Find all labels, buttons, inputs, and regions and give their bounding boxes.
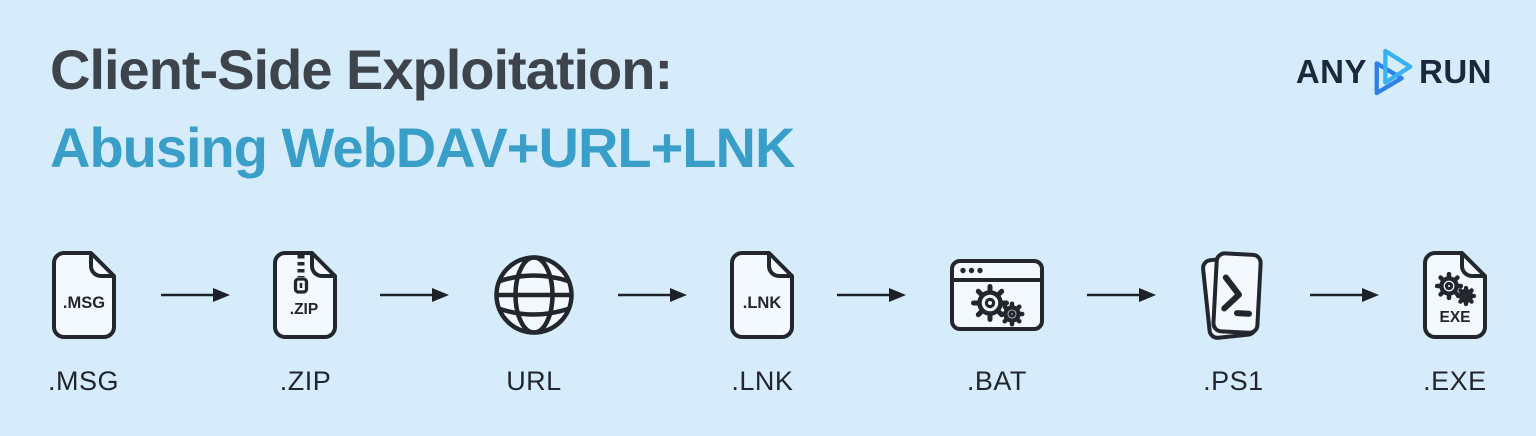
logo-text-run: RUN (1419, 53, 1492, 90)
lnk-file-icon: .LNK (730, 251, 795, 339)
svg-text:EXE: EXE (1439, 309, 1470, 326)
arrow-right-icon (837, 288, 907, 302)
arrow-right-icon (160, 288, 230, 302)
anyrun-logo: ANY RUN (1296, 48, 1492, 96)
chain-item-label: .LNK (731, 366, 794, 396)
chain-item-lnk: .LNK .LNK (729, 240, 795, 397)
chain-item-label: .BAT (966, 366, 1027, 396)
chain-item-label: .MSG (48, 366, 120, 396)
chain-item-exe: EXE .EXE (1422, 240, 1488, 397)
chain-item-msg: .MSG .MSG (48, 240, 119, 397)
arrow-right-icon (1310, 288, 1380, 302)
chain-item-zip: .ZIP .ZIP (272, 240, 338, 397)
zip-file-icon: .ZIP (273, 251, 338, 339)
svg-text:.LNK: .LNK (743, 294, 782, 312)
svg-text:.MSG: .MSG (62, 294, 104, 312)
app-window-gears-icon (949, 259, 1044, 331)
chain-item-label: .PS1 (1203, 366, 1264, 396)
arrow-right-icon (1086, 288, 1156, 302)
powershell-icon (1201, 251, 1264, 340)
chain-item-ps1: .PS1 (1198, 240, 1268, 397)
arrow-right-icon (380, 288, 450, 302)
chain-item-url: URL (492, 240, 576, 397)
globe-icon (494, 255, 574, 335)
page-subtitle: Abusing WebDAV+URL+LNK (50, 116, 795, 179)
svg-text:.ZIP: .ZIP (290, 301, 318, 318)
logo-text-any: ANY (1295, 53, 1367, 90)
chain-item-label: .EXE (1423, 366, 1487, 396)
attack-chain: .MSG .MSG .ZIP .ZIP (48, 240, 1488, 397)
page-title: Client-Side Exploitation: (50, 38, 673, 101)
chain-item-bat: .BAT (949, 240, 1045, 397)
play-triangles-icon (1374, 48, 1413, 96)
chain-item-label: .ZIP (279, 366, 332, 396)
msg-file-icon: .MSG (51, 251, 116, 339)
exe-file-icon: EXE (1422, 251, 1487, 339)
arrow-right-icon (617, 288, 687, 302)
chain-item-label: URL (506, 366, 562, 396)
header: Client-Side Exploitation: Abusing WebDAV… (50, 34, 795, 184)
